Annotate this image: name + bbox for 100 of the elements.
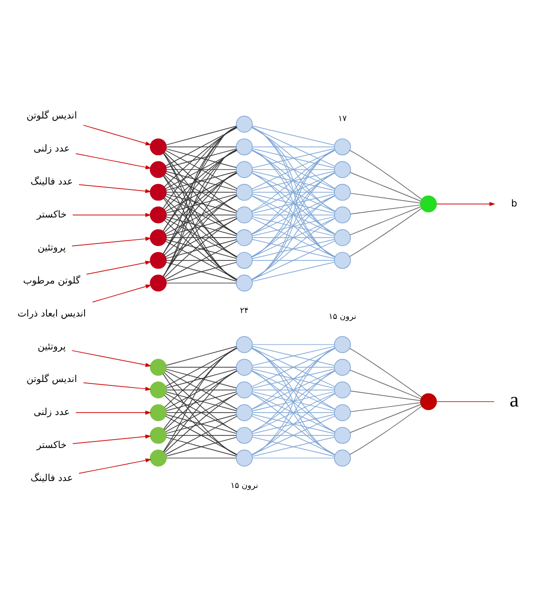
connector [166, 346, 237, 366]
connector [252, 149, 336, 258]
node-circle [150, 274, 167, 292]
connector [349, 348, 422, 398]
node-circle [236, 358, 253, 376]
connector [252, 126, 336, 235]
connector [252, 170, 335, 191]
connector [252, 391, 335, 412]
connector [166, 368, 237, 388]
connector [252, 218, 336, 258]
connector [166, 260, 237, 261]
node-circle [150, 450, 167, 466]
connector [165, 370, 238, 410]
node-circle [150, 138, 167, 156]
connector [350, 206, 422, 236]
node-circle [334, 404, 351, 422]
node-text: اندیس گلوتن [26, 110, 77, 122]
connector [252, 240, 336, 280]
connector [252, 146, 334, 148]
arrow [75, 410, 152, 415]
connector [252, 262, 335, 282]
connector [166, 414, 237, 434]
node-circle [334, 252, 351, 269]
connector [163, 126, 237, 277]
node-circle [236, 274, 253, 292]
connector [252, 127, 336, 167]
connector [350, 192, 421, 204]
node-text: عدد زلنی [34, 407, 70, 418]
connector [166, 214, 237, 216]
connector [166, 262, 237, 282]
connector [251, 370, 336, 432]
node-circle [334, 161, 351, 178]
connector [252, 194, 335, 214]
node-text: پروتئین [38, 242, 66, 254]
arrow [436, 202, 496, 206]
connector [350, 404, 422, 433]
connector [252, 126, 336, 212]
connector [166, 412, 237, 414]
node-text: اندیس گلوتن [26, 374, 77, 386]
arrow [83, 382, 152, 391]
node-circle [334, 206, 351, 224]
connector [163, 348, 238, 430]
connector [252, 195, 336, 235]
connector [436, 401, 495, 402]
connector [252, 169, 334, 170]
connector [252, 214, 334, 216]
connector [165, 218, 238, 258]
connector [166, 194, 237, 214]
node-text: خاکستر [36, 209, 67, 220]
node-text: گلوتن مرطوب [23, 275, 80, 286]
connector [166, 216, 237, 236]
arrow [86, 260, 152, 275]
node-circle [236, 382, 253, 398]
connector [163, 347, 237, 452]
node-text: عدد فالینگ [30, 473, 73, 484]
node-circle [236, 116, 253, 133]
connector [349, 150, 422, 200]
node-circle [150, 358, 167, 376]
connector [251, 172, 336, 234]
node-text: خاکستر [36, 440, 67, 452]
node-circle [236, 161, 253, 178]
node-circle [236, 229, 253, 246]
connector [166, 192, 237, 193]
connector [252, 347, 336, 456]
connector [251, 195, 336, 258]
node-text: عدد فالینگ [30, 176, 73, 188]
connector [166, 392, 237, 412]
connector [252, 148, 335, 168]
connector [166, 146, 237, 148]
connector [251, 150, 336, 212]
connector [252, 366, 334, 368]
connector [164, 127, 238, 188]
connector [252, 416, 336, 456]
connector [162, 126, 238, 209]
connector [165, 172, 238, 212]
node-circle [334, 358, 351, 376]
connector [252, 126, 336, 258]
connector [350, 370, 422, 400]
node-circle [334, 336, 351, 353]
connector [252, 346, 335, 366]
connector [165, 240, 238, 280]
connector [252, 149, 336, 280]
connector [165, 416, 238, 455]
connector [166, 436, 237, 456]
connector [252, 368, 335, 389]
node-text: عدد زلنی [34, 144, 70, 155]
node-circle [236, 252, 253, 269]
node-circle [150, 206, 167, 224]
connector [252, 172, 336, 280]
node-circle [334, 382, 351, 398]
node-circle [150, 229, 167, 246]
node-circle [236, 336, 253, 353]
arrow [72, 350, 152, 367]
node-circle [236, 426, 253, 444]
node-text: پروتئین [38, 341, 66, 352]
connector [166, 435, 237, 436]
connector [252, 150, 336, 235]
connector [252, 412, 334, 414]
connector [350, 172, 422, 202]
arrow [83, 124, 152, 146]
